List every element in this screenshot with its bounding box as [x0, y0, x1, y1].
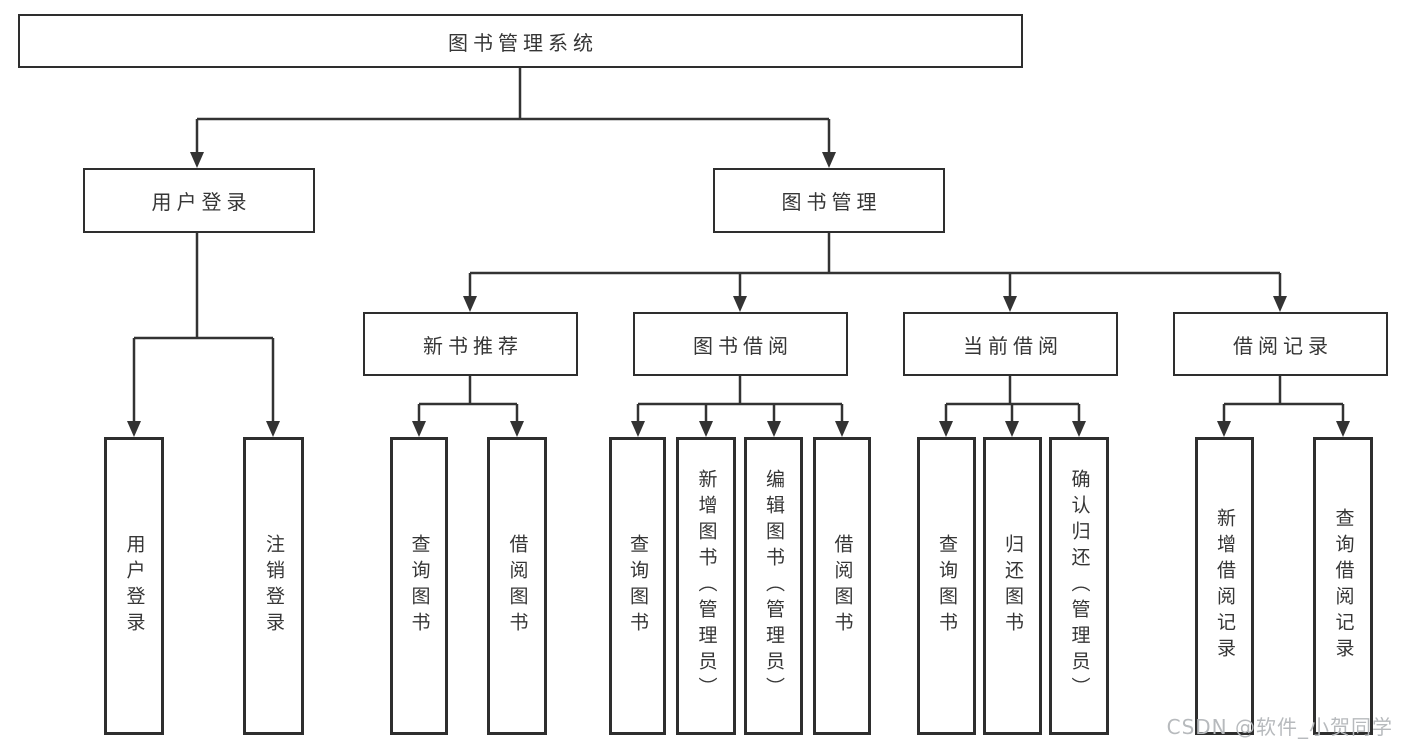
- leaf-confirm-return-admin: 确认归还（管理员）: [1049, 437, 1109, 735]
- node-book-management-label: 图书管理: [781, 190, 882, 214]
- node-new-book-recommend-label: 新书推荐: [423, 333, 523, 358]
- leaf-add-borrow-record-label: 新增借阅记录: [1214, 508, 1236, 664]
- leaf-borrow-query-books-label: 查询图书: [627, 534, 649, 638]
- node-borrow-record: 借阅记录: [1173, 312, 1388, 376]
- leaf-current-query-books: 查询图书: [917, 437, 976, 735]
- node-book-borrow: 图书借阅: [633, 312, 848, 376]
- leaf-logout-label: 注销登录: [263, 534, 285, 638]
- leaf-logout: 注销登录: [243, 437, 304, 735]
- node-borrow-record-label: 借阅记录: [1233, 333, 1333, 358]
- node-book-borrow-label: 图书借阅: [693, 333, 793, 358]
- leaf-current-query-books-label: 查询图书: [936, 534, 958, 638]
- leaf-recommend-query-books-label: 查询图书: [408, 534, 431, 638]
- leaf-user-login-label: 用户登录: [123, 534, 146, 638]
- leaf-edit-book-admin-label: 编辑图书（管理员）: [763, 469, 785, 703]
- leaf-recommend-query-books: 查询图书: [390, 437, 448, 735]
- leaf-user-login: 用户登录: [104, 437, 164, 735]
- node-user-login: 用户登录: [83, 168, 315, 233]
- node-current-borrow: 当前借阅: [903, 312, 1118, 376]
- leaf-query-borrow-record: 查询借阅记录: [1313, 437, 1373, 735]
- leaf-borrow-books-label: 借阅图书: [831, 534, 854, 638]
- csdn-watermark: CSDN @软件_小贺同学: [1166, 715, 1393, 739]
- node-current-borrow-label: 当前借阅: [963, 333, 1063, 358]
- leaf-recommend-borrow-books-label: 借阅图书: [506, 534, 529, 638]
- leaf-add-borrow-record: 新增借阅记录: [1195, 437, 1254, 735]
- arrowheads: [127, 152, 1350, 437]
- leaf-confirm-return-admin-label: 确认归还（管理员）: [1068, 469, 1091, 703]
- node-user-login-label: 用户登录: [151, 190, 252, 214]
- node-root-label: 图书管理系统: [448, 30, 598, 55]
- node-root: 图书管理系统: [18, 14, 1023, 68]
- leaf-query-borrow-record-label: 查询借阅记录: [1332, 508, 1355, 664]
- leaf-edit-book-admin: 编辑图书（管理员）: [744, 437, 803, 735]
- node-new-book-recommend: 新书推荐: [363, 312, 578, 376]
- leaf-add-book-admin-label: 新增图书（管理员）: [695, 469, 718, 703]
- leaf-return-book-label: 归还图书: [1002, 534, 1024, 638]
- leaf-borrow-books: 借阅图书: [813, 437, 871, 735]
- leaf-return-book: 归还图书: [983, 437, 1042, 735]
- node-book-management: 图书管理: [713, 168, 945, 233]
- leaf-add-book-admin: 新增图书（管理员）: [676, 437, 736, 735]
- leaf-recommend-borrow-books: 借阅图书: [487, 437, 547, 735]
- leaf-borrow-query-books: 查询图书: [609, 437, 666, 735]
